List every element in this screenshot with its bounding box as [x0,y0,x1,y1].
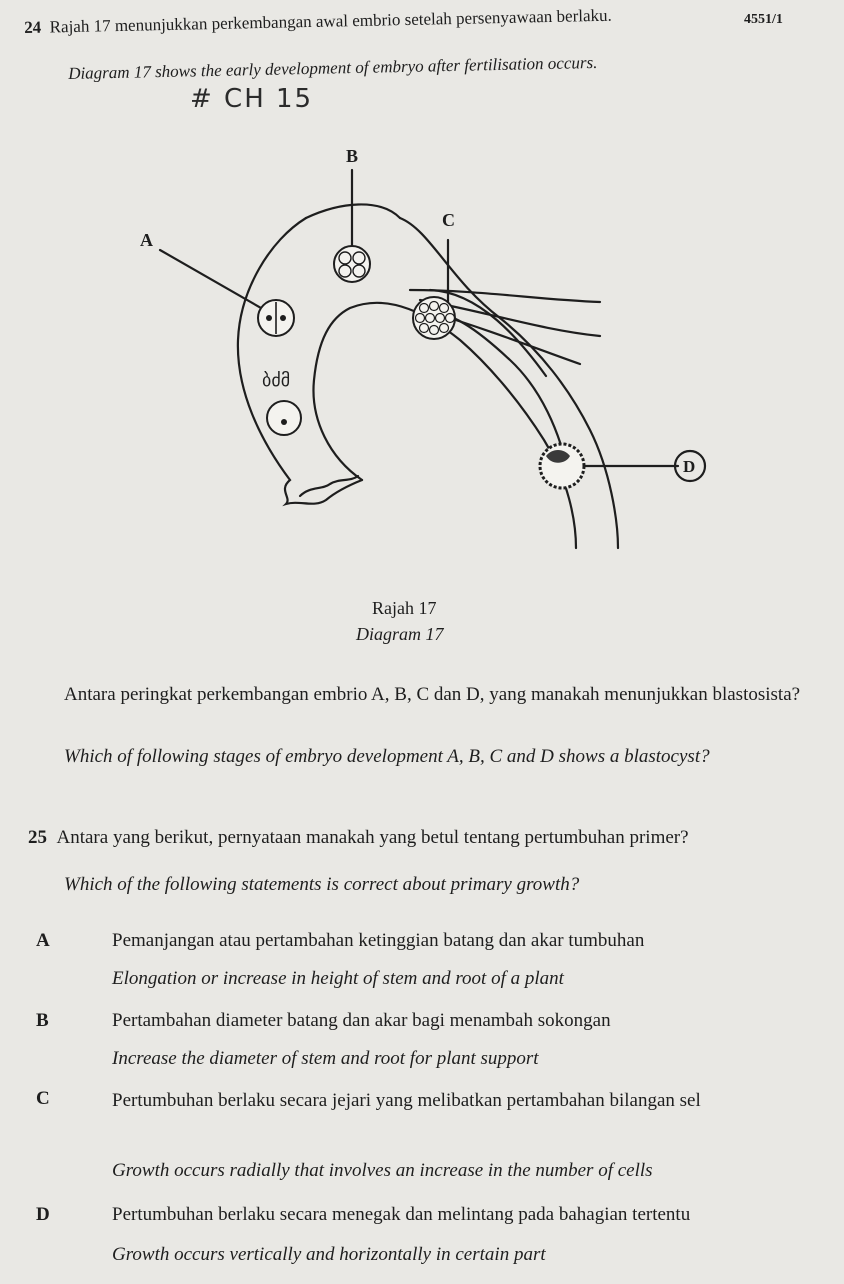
paper-code: 4551/1 [744,12,783,27]
zygote-cell [266,400,302,436]
question-24-prompt-en: Which of following stages of embryo deve… [64,746,710,767]
label-c: C [442,210,455,230]
outer-outline [236,216,364,507]
label-b: B [346,146,358,166]
option-b-label: B [36,1010,49,1031]
fimbria-1 [408,288,602,304]
top-curve [304,203,402,220]
question-number: 24 [24,17,42,37]
sperm-marks: ბძმ [262,370,290,391]
label-d-circle [673,449,707,483]
option-d-text-ms: Pertumbuhan berlaku secara menegak dan m… [112,1204,691,1225]
question-24-text-ms: 24 Rajah 17 menunjukkan perkembangan awa… [24,6,612,38]
option-b-text-ms: Pertambahan diameter batang dan akar bag… [112,1010,611,1031]
option-c-text-en: Growth occurs radially that involves an … [112,1160,653,1181]
question-25-text-en: Which of the following statements is cor… [64,874,580,895]
zygote-nucleus [281,419,287,425]
option-b-text-en: Increase the diameter of stem and root f… [112,1048,539,1069]
option-a-text-en: Elongation or increase in height of stem… [112,968,564,989]
option-c-label: C [36,1088,50,1109]
embryo-development-diagram: ბძმ A B C D [140,146,707,550]
tube-line-3 [428,288,548,378]
question-number: 25 [28,827,47,848]
leader-a [158,248,270,314]
question-25-text-ms: 25 Antara yang berikut, pernyataan manak… [28,827,689,849]
stage-b-cell [333,245,371,283]
diagram-caption-en: Diagram 17 [356,624,444,644]
wavy-bottom [298,474,360,498]
question-24-stem-ms: Rajah 17 menunjukkan perkembangan awal e… [49,5,612,37]
question-25-stem-ms: Antara yang berikut, pernyataan manakah … [56,827,689,848]
question-24-text-en: Diagram 17 shows the early development o… [68,52,598,83]
inner-outline [312,301,578,550]
label-a: A [140,230,153,250]
option-a-text-ms: Pemanjangan atau pertambahan ketinggian … [112,930,645,951]
handwritten-note: # CH 15 [190,84,314,114]
option-c-text-ms: Pertumbuhan berlaku secara jejari yang m… [112,1090,701,1111]
label-d: D [683,457,695,476]
tube-line-1 [398,216,620,550]
diagram-caption-ms: Rajah 17 [372,598,437,618]
option-d-label: D [36,1204,50,1225]
question-24-prompt-ms: Antara peringkat perkembangan embrio A, … [64,684,801,705]
option-a-label: A [36,930,50,951]
option-d-text-en: Growth occurs vertically and horizontall… [112,1244,546,1265]
